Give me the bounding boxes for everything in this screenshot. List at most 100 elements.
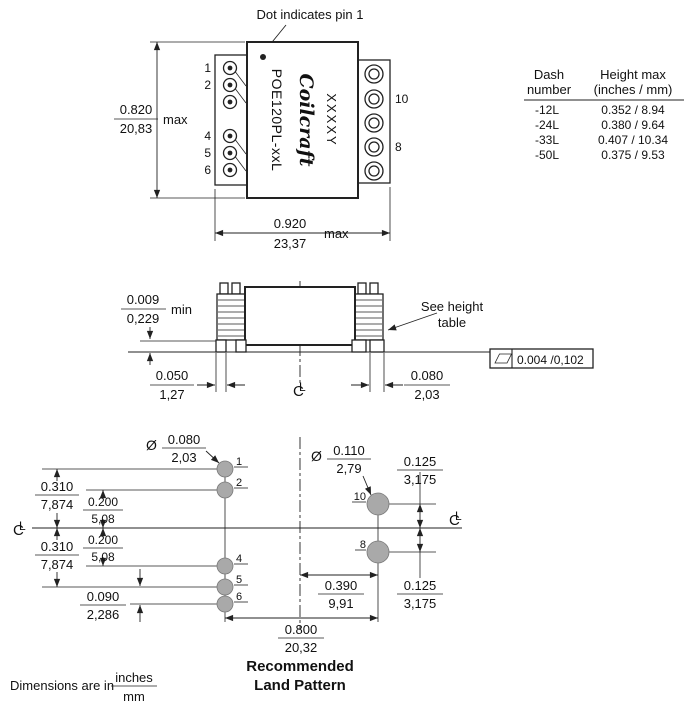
flatness-symbol-icon <box>494 353 513 364</box>
centerline-symbol: C L <box>293 380 306 400</box>
pad-2 <box>216 481 234 499</box>
dim-value-in: 0.920 <box>274 216 307 231</box>
see-height-note: See height table <box>387 299 484 331</box>
part-number-marking: POE120PL-xxL <box>269 69 285 172</box>
dim-span-800: 0.800 20,32 <box>225 614 378 655</box>
pin-label-5: 5 <box>204 146 211 160</box>
dim-value-mm: 5,08 <box>91 550 115 564</box>
dim-value-mm: 2,286 <box>87 607 120 622</box>
dot-note-label: Dot indicates pin 1 <box>257 7 364 22</box>
leader-arrow <box>362 475 372 496</box>
units-note: Dimensions are in inches mm <box>10 670 157 704</box>
flatness-callout: 0.004 /0,102 <box>489 348 594 369</box>
left-lead-stack <box>216 282 247 341</box>
dim-span-390: 0.390 9,91 <box>300 571 378 611</box>
dim-qualifier: min <box>171 302 192 317</box>
dim-value-in: 0.800 <box>285 622 318 637</box>
dim-row-125-bottom: 0.125 3,175 <box>397 528 443 611</box>
diameter-symbol: Ø <box>146 437 157 453</box>
top-view: 1 2 4 5 6 10 8 POE120PL-xxL Coilcraft XX… <box>114 41 409 251</box>
pad-5 <box>216 578 234 596</box>
height-table: Dash number Height max (inches / mm) -12… <box>524 67 684 162</box>
right-pin-terminals <box>364 64 384 181</box>
centerline-symbol-l: L <box>455 509 462 523</box>
diameter-symbol: Ø <box>311 448 322 464</box>
callout-small-pad-dia: Ø 0.080 2,03 <box>146 432 220 465</box>
dim-value-mm: 1,27 <box>159 387 184 402</box>
see-height-label-2: table <box>438 315 466 330</box>
dim-value-in: 0.310 <box>41 539 74 554</box>
pin1-dot <box>260 54 266 60</box>
see-height-label-1: See height <box>421 299 484 314</box>
dim-value-mm: 3,175 <box>404 596 437 611</box>
pin-label-8: 8 <box>395 140 402 154</box>
date-code-marking: XXXXY <box>324 93 339 146</box>
pad-label-4: 4 <box>236 553 242 565</box>
dim-row-090: 0.090 2,286 <box>76 569 144 622</box>
dim-foot-right: 0.080 2,03 <box>351 353 450 402</box>
dim-value-mm: 2,03 <box>171 450 196 465</box>
centerline-symbol-c: C <box>449 512 460 529</box>
pin-label-10: 10 <box>395 92 409 106</box>
brand-logo-text: Coilcraft <box>295 73 317 166</box>
dim-value-in: 0.090 <box>87 589 120 604</box>
dim-value-mm: 2,79 <box>336 461 361 476</box>
dim-value-in: 0.125 <box>404 454 437 469</box>
dim-value-in: 0.310 <box>41 479 74 494</box>
centerline-symbol-c: C <box>13 522 24 539</box>
top-view-pin-labels: 1 2 4 5 6 10 8 <box>204 61 408 177</box>
dim-value-in: 0.080 <box>168 432 201 447</box>
units-mm: mm <box>123 689 145 704</box>
cell-height: 0.352 / 8.94 <box>601 103 665 117</box>
pad-label-5: 5 <box>236 574 242 586</box>
pad-6 <box>216 595 234 613</box>
dim-row-310-top: 0.310 7,874 <box>35 469 79 528</box>
extension-lines <box>42 468 436 605</box>
flatness-value: 0.004 /0,102 <box>517 353 584 367</box>
pad-10 <box>366 492 390 516</box>
dim-value-in: 0.820 <box>120 102 153 117</box>
pad-4 <box>216 557 234 575</box>
dim-value-in: 0.080 <box>411 368 444 383</box>
centerline-symbol-l: L <box>19 519 26 533</box>
centerline-symbol: C L <box>13 519 26 539</box>
table-header-dash-1: Dash <box>534 67 564 82</box>
land-pattern-title-line1: Recommended <box>246 658 354 675</box>
dim-value-in: 0.200 <box>88 533 118 547</box>
dim-qualifier: max <box>324 226 349 241</box>
winding-lead-lines <box>233 69 247 172</box>
pin-label-4: 4 <box>204 129 211 143</box>
side-view: 0.009 0,229 min See height table 0.004 /… <box>121 281 594 402</box>
centerline-symbol-c: C <box>293 383 304 400</box>
dim-value-mm: 20,32 <box>285 640 318 655</box>
table-header-dash-2: number <box>527 82 572 97</box>
cell-dash: -24L <box>535 118 559 132</box>
dim-value-mm: 2,03 <box>414 387 439 402</box>
dim-row-125-top: 0.125 3,175 <box>397 454 443 528</box>
land-pad-labels: 1 2 4 5 6 10 8 <box>234 456 366 603</box>
table-header-height-2: (inches / mm) <box>594 82 673 97</box>
body-side-outline <box>244 286 356 346</box>
dim-row-200-bottom: 0.200 5,08 <box>83 528 123 566</box>
dim-value-in: 0.050 <box>156 368 189 383</box>
dim-value-in: 0.009 <box>127 292 160 307</box>
cell-height: 0.380 / 9.64 <box>601 118 665 132</box>
table-row: -33L 0.407 / 10.34 <box>535 133 668 147</box>
dim-value-in: 0.390 <box>325 578 358 593</box>
pin-label-6: 6 <box>204 163 211 177</box>
dim-value-mm: 7,874 <box>41 497 74 512</box>
table-row: -24L 0.380 / 9.64 <box>535 118 665 132</box>
leader-arrow <box>205 450 220 464</box>
land-pattern: 0.310 7,874 0.200 5,08 0.200 5,08 0.310 … <box>13 432 462 694</box>
dim-value-in: 0.125 <box>404 578 437 593</box>
land-pattern-title-line2: Land Pattern <box>254 677 346 694</box>
cell-dash: -50L <box>535 148 559 162</box>
callout-large-pad-dia: Ø 0.110 2,79 <box>311 443 372 496</box>
table-row: -50L 0.375 / 9.53 <box>535 148 665 162</box>
pad-label-8: 8 <box>360 539 366 551</box>
pad-8 <box>366 540 390 564</box>
units-note-label: Dimensions are in <box>10 678 114 693</box>
left-pin-terminals <box>222 60 238 178</box>
